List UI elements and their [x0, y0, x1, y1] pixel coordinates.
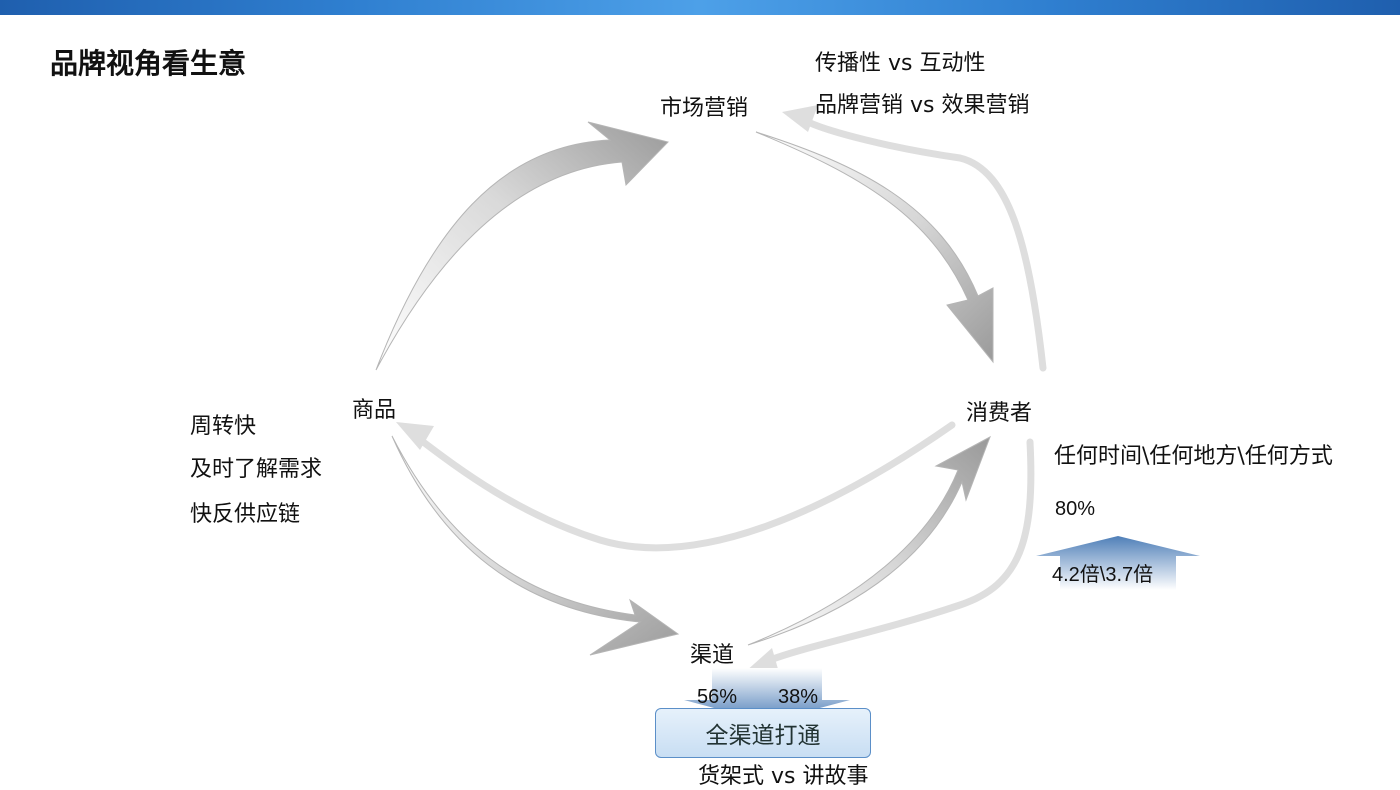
node-product: 商品	[352, 398, 397, 423]
arrow-consumer-to-product	[414, 421, 956, 552]
product-note-3: 快反供应链	[190, 502, 301, 527]
channel-percent-b: 38%	[778, 686, 819, 708]
page-title: 品牌视角看生意	[50, 47, 247, 80]
marketing-note-2: 品牌营销 vs 效果营销	[815, 93, 1030, 118]
arrow-channel-to-consumer	[747, 435, 991, 646]
channel-percent-a: 56%	[697, 686, 738, 708]
arrow-product-to-channel	[391, 435, 680, 656]
node-consumer: 消费者	[966, 401, 1033, 426]
omnichannel-box: 全渠道打通	[655, 708, 871, 758]
top-banner	[0, 0, 1400, 15]
consumer-percent: 80%	[1055, 498, 1096, 520]
arrow-marketing-to-consumer	[755, 131, 994, 364]
consumer-note-1: 任何时间\任何地方\任何方式	[1054, 444, 1333, 469]
node-channel: 渠道	[690, 643, 735, 668]
arrow-product-to-marketing	[375, 121, 669, 371]
arrowhead-consumer-to-marketing	[782, 105, 818, 132]
arrowhead-consumer-to-product	[396, 422, 434, 450]
channel-bottom-note: 货架式 vs 讲故事	[698, 764, 869, 789]
product-note-2: 及时了解需求	[190, 457, 323, 482]
marketing-note-1: 传播性 vs 互动性	[815, 51, 986, 76]
product-note-1: 周转快	[190, 414, 257, 439]
arrow-consumer-to-channel	[766, 438, 1035, 664]
growth-up-arrow	[1036, 536, 1200, 590]
arrow-consumer-to-marketing	[804, 118, 1047, 372]
node-marketing: 市场营销	[660, 96, 749, 121]
consumer-multiplier: 4.2倍\3.7倍	[1052, 564, 1154, 586]
